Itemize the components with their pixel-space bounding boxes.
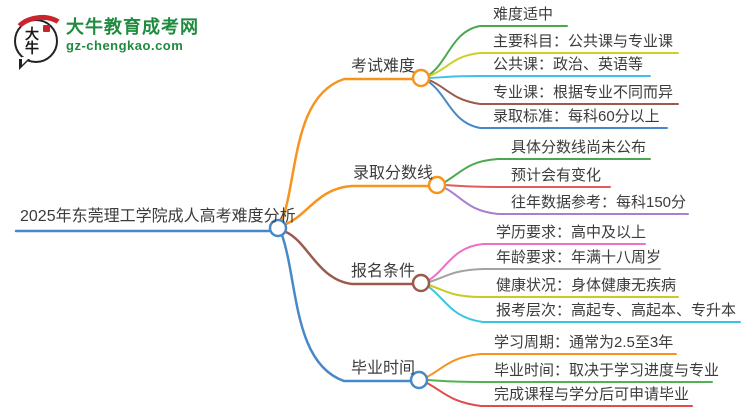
child-line: [444, 187, 689, 215]
child-line: [444, 158, 651, 183]
logo-seal-icon: [43, 25, 50, 32]
site-logo[interactable]: 大牛 大牛教育成考网 gz-chengkao.com: [10, 12, 199, 70]
child-line: [444, 184, 611, 188]
child-label[interactable]: 毕业时间：取决于学习进度与专业: [494, 362, 720, 379]
child-label[interactable]: 预计会有变化: [511, 167, 602, 184]
child-label[interactable]: 年龄要求：年满十八周岁: [496, 249, 662, 266]
branch-line-graduation-time: [280, 233, 413, 383]
child-label[interactable]: 往年数据参考：每科150分: [511, 194, 687, 211]
logo-bubble-tail-fill: [22, 57, 30, 65]
branch-node-admission-score[interactable]: [427, 175, 447, 195]
child-line: [426, 382, 693, 407]
child-line: [426, 379, 713, 383]
child-line: [428, 52, 679, 77]
child-label[interactable]: 主要科目：公共课与专业课: [493, 33, 674, 50]
branch-line-admission-score: [284, 184, 431, 226]
child-label[interactable]: 难度适中: [493, 6, 554, 23]
child-label[interactable]: 健康状况：身体健康无疾病: [496, 277, 677, 294]
branch-line-registration-conditions: [284, 230, 415, 286]
branch-label-admission-score[interactable]: 录取分数线: [353, 165, 434, 182]
child-line: [428, 25, 568, 76]
child-label[interactable]: 报考层次：高起专、高起本、专升本: [496, 302, 737, 319]
branch-node-exam-difficulty[interactable]: [411, 68, 431, 88]
branch-label-graduation-time[interactable]: 毕业时间: [351, 360, 416, 377]
branch-label-registration-conditions[interactable]: 报名条件: [351, 263, 416, 280]
child-label[interactable]: 公共课：政治、英语等: [493, 56, 644, 73]
root-node-circle[interactable]: [268, 218, 288, 238]
logo-brand-text: 大牛教育成考网: [66, 17, 199, 37]
child-line: [428, 268, 661, 283]
branch-line-exam-difficulty: [280, 77, 415, 223]
child-line: [428, 79, 679, 105]
logo-icon-text: 大牛: [25, 26, 39, 56]
child-line: [428, 284, 679, 298]
child-label[interactable]: 学习周期：通常为2.5至3年: [494, 334, 674, 351]
root-topic-label[interactable]: 2025年东莞理工学院成人高考难度分析: [20, 208, 296, 225]
child-line: [428, 75, 651, 79]
branch-node-graduation-time[interactable]: [409, 370, 429, 390]
branch-node-registration-conditions[interactable]: [411, 273, 431, 293]
child-label[interactable]: 具体分数线尚未公布: [511, 139, 647, 156]
child-line: [428, 286, 741, 323]
bull-logo-icon: 大牛: [10, 12, 70, 70]
child-label[interactable]: 完成课程与学分后可申请毕业: [494, 386, 690, 403]
child-label[interactable]: 学历要求：高中及以上: [496, 224, 647, 241]
child-line: [428, 81, 668, 129]
child-label[interactable]: 专业课：根据专业不同而异: [493, 84, 674, 101]
child-label[interactable]: 录取标准：每科60分以上: [493, 108, 660, 125]
branch-label-exam-difficulty[interactable]: 考试难度: [351, 58, 416, 75]
logo-text-block: 大牛教育成考网 gz-chengkao.com: [66, 16, 199, 54]
child-line: [428, 243, 646, 281]
child-line: [426, 353, 677, 378]
logo-domain-text: gz-chengkao.com: [66, 38, 184, 53]
